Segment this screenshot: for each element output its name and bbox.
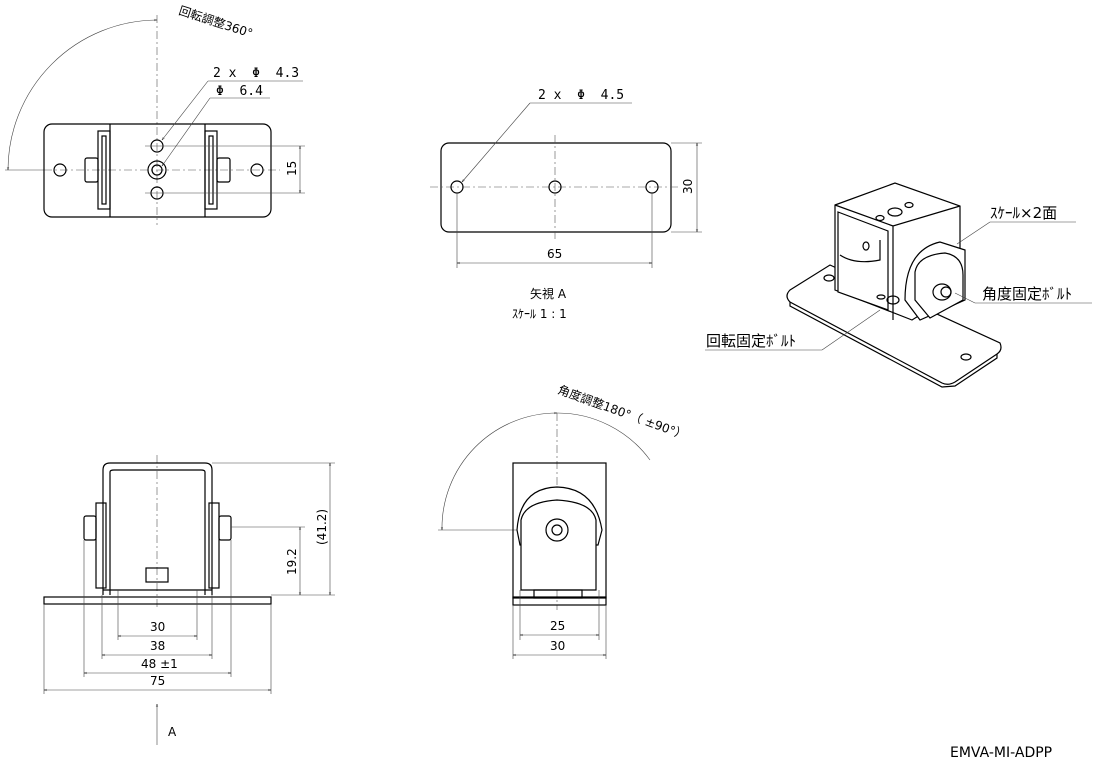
front-base-plate: [43, 596, 272, 605]
rotation-arc: [6, 18, 158, 171]
view-a-plate: [440, 142, 672, 233]
side-dim-30: 30: [550, 639, 565, 653]
view-a-dim-height: 30: [681, 179, 695, 194]
iso-scale-label: ｽｹｰﾙ×2面: [990, 204, 1057, 222]
base-plate: [43, 123, 272, 218]
view-a-hole-label: 2 x Φ 4.5: [538, 88, 624, 103]
dim-19-2: 19.2: [285, 548, 299, 575]
dim-41-2: (41.2): [315, 509, 329, 545]
rotation-bolt-label: 回転固定ﾎﾞﾙﾄ: [706, 332, 796, 350]
view-a-dim-span: 65: [547, 247, 562, 261]
angle-bolt-label: 角度固定ﾎﾞﾙﾄ: [982, 285, 1072, 303]
side-view: 角度調整180°（ ±90°） 25 30: [438, 382, 689, 659]
view-a-title: 矢視 A: [530, 286, 567, 301]
dim-hole-pitch: 15: [285, 161, 299, 176]
hole-small-label: 2 x Φ 4.3: [213, 66, 299, 81]
view-a: 2 x Φ 4.5 30 65 矢視 A ｽｹｰﾙ 1 : 1: [430, 88, 702, 321]
top-view: 回転調整360° 2 x Φ 4.3 Φ 6.4 15: [5, 3, 305, 225]
iso-view: ｽｹｰﾙ×2面 角度固定ﾎﾞﾙﾄ 回転固定ﾎﾞﾙﾄ: [705, 182, 1092, 388]
side-dim-25: 25: [550, 619, 565, 633]
dim-48: 48 ±1: [141, 657, 178, 671]
dim-30: 30: [150, 620, 165, 634]
front-view: 30 38 48 ±1 75 19.2 (41.2) A: [43, 455, 335, 745]
rotation-label: 回転調整360°: [177, 3, 255, 41]
hole-center-label: Φ 6.4: [216, 84, 263, 99]
part-number: EMVA-MI-ADPP: [950, 745, 1052, 761]
dim-75: 75: [150, 674, 165, 688]
iso-base-plate: [786, 264, 1002, 385]
dim-38: 38: [150, 639, 165, 653]
view-arrow-label: A: [168, 725, 177, 739]
view-a-scale: ｽｹｰﾙ 1 : 1: [512, 307, 567, 321]
